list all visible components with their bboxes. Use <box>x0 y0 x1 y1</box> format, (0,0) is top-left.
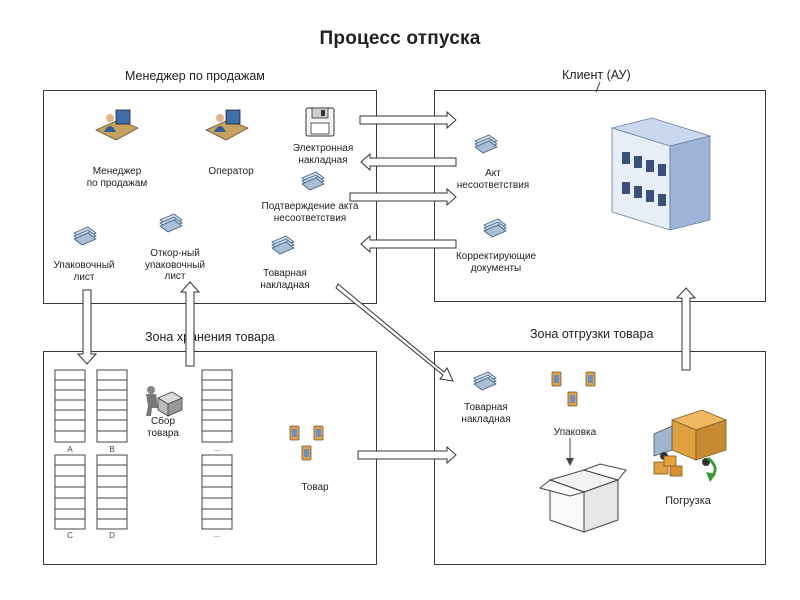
arrow-packing-list-to-storage <box>76 289 98 365</box>
computer-user-icon <box>95 109 139 141</box>
document-stack-icon <box>271 235 295 255</box>
building-icon <box>610 117 712 231</box>
packing-arrow <box>566 438 574 466</box>
rack-label-c: C <box>67 531 73 540</box>
client-label-connector <box>595 81 601 93</box>
rack-label-dots-bottom: ... <box>213 530 221 539</box>
rack-icon <box>201 454 233 530</box>
goods-icon <box>551 371 596 407</box>
arrow-act-to-manager <box>360 152 457 172</box>
arrow-e-invoice-to-client <box>359 110 457 130</box>
worker-icon <box>146 386 183 417</box>
loading-label: Погрузка <box>665 495 711 507</box>
client-zone-label: Клиент (АУ) <box>562 68 631 82</box>
rack-label-d: D <box>109 531 115 540</box>
floppy-disk-icon <box>305 107 335 137</box>
document-stack-icon <box>483 218 507 238</box>
manager-zone-label: Менеджер по продажам <box>125 69 265 83</box>
operator-label: Оператор <box>208 166 254 177</box>
arrow-storage-to-corrected-list <box>179 281 201 367</box>
document-stack-icon <box>159 213 183 233</box>
rack-label-a: A <box>67 445 73 454</box>
arrow-shipping-to-client <box>675 287 697 371</box>
rack-label-dots-top: ... <box>213 444 221 453</box>
shipping-zone-label: Зона отгрузки товара <box>530 327 654 341</box>
rack-icon <box>96 369 128 443</box>
storage-zone-label: Зона хранения товара <box>145 330 275 344</box>
goods-label: Товар <box>301 482 329 493</box>
rack-icon <box>54 369 86 443</box>
rack-icon <box>201 369 233 443</box>
document-stack-icon <box>474 134 498 154</box>
computer-user-icon <box>205 109 249 141</box>
rack-label-b: B <box>109 445 115 454</box>
arrow-invoice-to-shipping <box>335 283 454 382</box>
open-box-icon <box>538 463 627 533</box>
document-stack-icon <box>301 171 325 191</box>
rack-icon <box>96 454 128 530</box>
arrow-confirmation-to-client <box>349 187 457 207</box>
goods-icon <box>289 425 324 461</box>
document-stack-icon <box>73 226 97 246</box>
arrow-goods-to-shipping <box>357 445 457 465</box>
document-stack-icon <box>473 371 497 391</box>
diagram-title: Процесс отпуска <box>319 28 481 49</box>
packing-label: Упаковка <box>553 427 597 438</box>
truck-icon <box>653 409 728 482</box>
rack-icon <box>54 454 86 530</box>
arrow-corrective-to-manager <box>360 234 457 254</box>
